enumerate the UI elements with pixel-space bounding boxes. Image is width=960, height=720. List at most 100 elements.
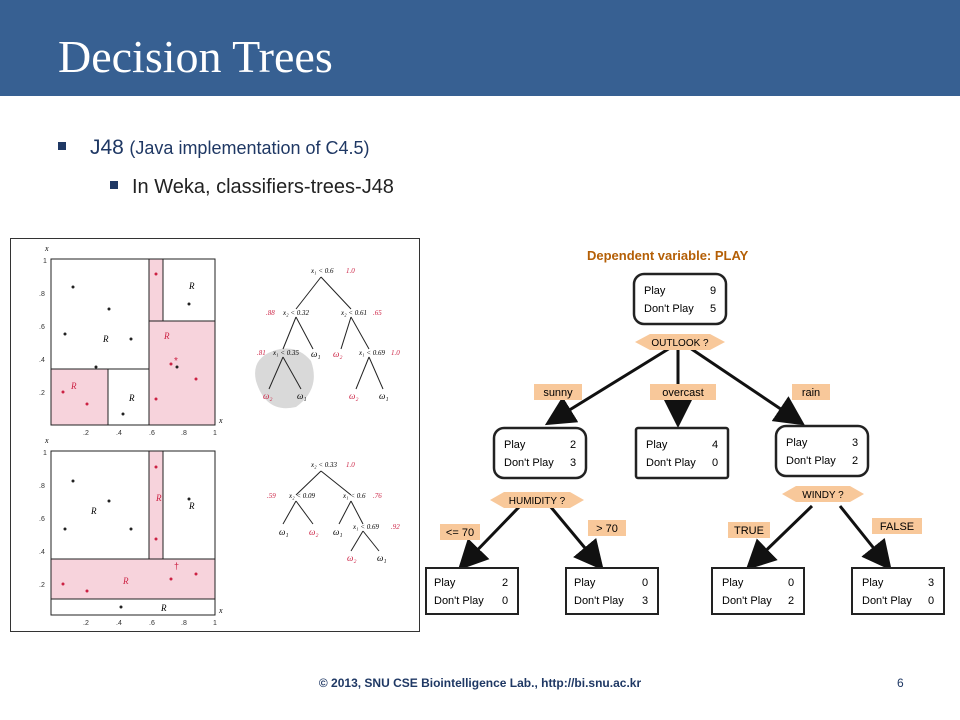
svg-text:R: R [155, 493, 162, 503]
page-number: 6 [897, 676, 904, 690]
region-label: R [188, 281, 195, 291]
dont-label: Don't Play [504, 457, 554, 469]
branch-le70: <= 70 [446, 527, 474, 539]
play-label: Play [786, 437, 808, 449]
footer-copyright: © 2013, SNU CSE Biointelligence Lab., ht… [318, 676, 642, 690]
tree2-right-score: .76 [373, 492, 382, 500]
leaf-play: 0 [642, 577, 648, 589]
tree1-ll-score: .81 [257, 349, 266, 357]
tree1-leaf: ω₁ [311, 349, 320, 359]
play-label: Play [434, 577, 456, 589]
branch-gt70: > 70 [596, 523, 618, 535]
tree1-rr: x₁ < 0.69 [358, 349, 386, 357]
svg-text:.4: .4 [39, 357, 45, 364]
play-label: Play [644, 285, 666, 297]
branch-sunny: sunny [543, 387, 573, 399]
bullet-j48-sub: (Java implementation of C4.5) [129, 138, 370, 158]
tree1-leaf: ω₂ [333, 349, 342, 359]
overcast-dont: 0 [712, 457, 718, 469]
tree2-right: x₁ < 0.6 [342, 492, 366, 500]
sunny-dont: 3 [570, 457, 576, 469]
partition-figure: * R R R R R 1.8.6 .4.2 .2 .4 .6 .8 1 x x… [10, 238, 420, 632]
leaf-dont: 0 [502, 595, 508, 607]
tree-heading: Dependent variable: PLAY [587, 248, 749, 263]
tree2-root-score: 1.0 [346, 461, 355, 469]
dont-label: Don't Play [786, 455, 836, 467]
leaf-false: Play 3 Don't Play 0 [851, 567, 945, 615]
svg-text:.8: .8 [39, 291, 45, 298]
tick-label: 1 [213, 430, 217, 437]
tree2-leaf: ω₁ [279, 527, 288, 537]
axis-x2-label: x [44, 244, 49, 253]
svg-text:R: R [90, 506, 97, 516]
windy-split: WINDY ? [802, 490, 844, 501]
svg-text:.2: .2 [39, 390, 45, 397]
branch-true: TRUE [734, 525, 764, 537]
dont-label: Don't Play [574, 595, 624, 607]
leaf-gt70: Play 0 Don't Play 3 [565, 567, 659, 615]
svg-text:.8: .8 [181, 620, 187, 627]
root-node: Play 9 Don't Play 5 OUTLOOK ? [632, 272, 728, 350]
tree1-leaf: ω₁ [379, 391, 388, 401]
tree2-rr-score: .92 [391, 523, 400, 531]
dont-label: Don't Play [862, 595, 912, 607]
branch-rain: rain [802, 387, 820, 399]
dont-label: Don't Play [722, 595, 772, 607]
svg-text:.2: .2 [83, 620, 89, 627]
branch-false: FALSE [880, 521, 914, 533]
slide-title: Decision Trees [58, 31, 333, 82]
tick-label: .6 [149, 430, 155, 437]
leaf-true: Play 0 Don't Play 2 [711, 567, 805, 615]
tree2-left: x₂ < 0.09 [288, 492, 316, 500]
leaf-play: 2 [502, 577, 508, 589]
partition-figure-svg: * R R R R R 1.8.6 .4.2 .2 .4 .6 .8 1 x x… [39, 244, 400, 627]
tree2-leaf: ω₁ [333, 527, 342, 537]
branch-overcast: overcast [662, 387, 704, 399]
tree1-root: x₁ < 0.6 [310, 267, 334, 275]
root-play: 9 [710, 285, 716, 297]
tree1-root-score: 1.0 [346, 267, 355, 275]
bullet-square-icon [58, 141, 66, 150]
rain-node: Play 3 Don't Play 2 WINDY ? [774, 424, 870, 502]
svg-text:.8: .8 [39, 483, 45, 490]
region-label: R [102, 334, 109, 344]
leaf-le70: Play 2 Don't Play 0 [425, 567, 519, 615]
svg-text:R: R [122, 576, 129, 586]
dont-label: Don't Play [434, 595, 484, 607]
tree2-leaf: ω₁ [377, 553, 386, 563]
tree1-left: x₂ < 0.32 [282, 309, 310, 317]
svg-text:.4: .4 [39, 549, 45, 556]
bullet-j48: J48 (Java implementation of C4.5) [58, 136, 370, 160]
play-tree-figure: Dependent variable: PLAY Play 9 Don't Pl… [420, 238, 960, 638]
bullet-square-icon [110, 180, 118, 189]
tree1-right-score: .65 [373, 309, 382, 317]
tree1-leaf: ω₂ [349, 391, 358, 401]
play-label: Play [504, 439, 526, 451]
svg-text:1: 1 [43, 258, 47, 265]
svg-text:.6: .6 [39, 516, 45, 523]
tree1-rr-score: 1.0 [391, 349, 400, 357]
sunny-node: Play 2 Don't Play 3 HUMIDITY ? [490, 426, 588, 508]
svg-text:1: 1 [43, 450, 47, 457]
axis-x1-label: x [218, 416, 223, 425]
bullet-j48-main: J48 [90, 136, 124, 159]
tree1-left-score: .88 [266, 309, 275, 317]
leaf-play: 3 [928, 577, 934, 589]
tree2-leaf: ω₂ [347, 553, 356, 563]
svg-text:†: † [174, 561, 179, 571]
svg-text:.2: .2 [39, 582, 45, 589]
overcast-play: 4 [712, 439, 718, 451]
tree1-leaf: ω₁ [297, 391, 306, 401]
svg-text:.6: .6 [149, 620, 155, 627]
play-label: Play [574, 577, 596, 589]
region-label: R [163, 331, 170, 341]
dont-label: Don't Play [644, 303, 694, 315]
tick-label: .8 [181, 430, 187, 437]
play-label: Play [722, 577, 744, 589]
tree1-ll: x₁ < 0.35 [272, 349, 300, 357]
overcast-node: Play 4 Don't Play 0 [634, 426, 730, 480]
svg-text:.4: .4 [116, 620, 122, 627]
leaf-play: 0 [788, 577, 794, 589]
rain-dont: 2 [852, 455, 858, 467]
tree-diagram-1: x₁ < 0.6 1.0 x₂ < 0.32 .88 x₂ < 0.61 .65… [255, 267, 400, 409]
